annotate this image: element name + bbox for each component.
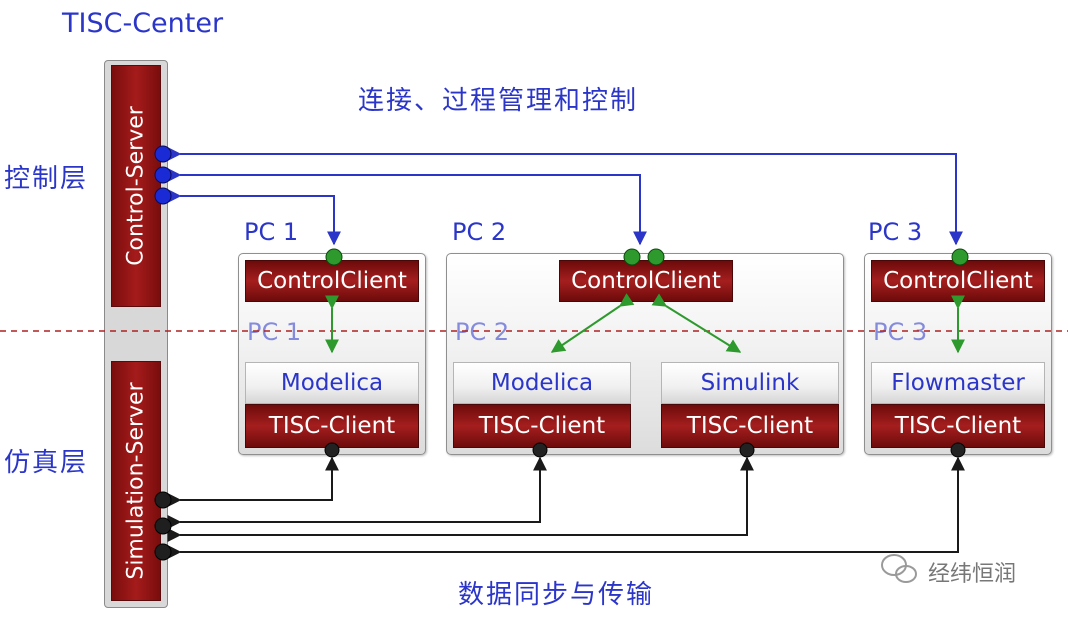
pc3-ghost-label: PC 3	[873, 318, 928, 346]
pc2-ghost-label: PC 2	[455, 318, 510, 346]
data-connections	[167, 456, 965, 559]
pc2-client-port-2	[739, 442, 755, 458]
sim-port-1	[154, 491, 172, 509]
simulation-server: Simulation-Server	[111, 361, 161, 601]
pc2-tisc-client-2: TISC-Client	[661, 404, 839, 448]
diagram-title: TISC-Center	[62, 8, 224, 39]
control-port-2	[154, 166, 172, 184]
control-port-3	[154, 187, 172, 205]
pc3-green-port	[951, 248, 969, 266]
pc2-green-port-1	[623, 248, 641, 266]
control-connections	[167, 147, 963, 246]
pc2-internal-arrow-left	[550, 293, 635, 353]
pc1-tool-modelica: Modelica	[245, 362, 419, 404]
control-link-pc3	[167, 147, 963, 246]
pc3-box: ControlClient PC 3 Flowmaster TISC-Clien…	[864, 253, 1052, 455]
pc2-client-port-1	[532, 442, 548, 458]
sim-port-3	[154, 543, 172, 561]
data-link-pc2a	[167, 456, 547, 529]
pc2-tisc-client-1: TISC-Client	[453, 404, 631, 448]
pc2-green-port-2	[647, 248, 665, 266]
client-ports-black	[324, 442, 966, 458]
pc1-control-client: ControlClient	[245, 260, 419, 302]
data-link-pc2b	[167, 456, 754, 542]
wechat-icon	[881, 554, 917, 583]
control-layer-label: 控制层	[4, 164, 89, 194]
pc1-green-port	[325, 248, 343, 266]
pc2-box: ControlClient PC 2 Modelica TISC-Client …	[446, 253, 844, 455]
tisc-center-column: Control-Server Simulation-Server	[104, 60, 168, 608]
control-server-ports	[154, 145, 172, 205]
control-server: Control-Server	[111, 65, 161, 307]
simulation-layer-label: 仿真层	[4, 448, 89, 478]
control-link-pc2	[167, 168, 647, 246]
watermark-text: 经纬恒润	[928, 562, 1017, 587]
data-link-pc1	[167, 456, 339, 507]
control-port-1	[154, 145, 172, 163]
pc2-internal-arrow-right	[651, 293, 742, 353]
internal-arrows	[325, 293, 965, 354]
bottom-caption: 数据同步与传输	[458, 580, 655, 610]
simulation-server-ports	[154, 491, 172, 561]
pc3-client-port	[950, 442, 966, 458]
data-link-pc3	[167, 456, 965, 559]
control-client-ports	[325, 248, 969, 266]
pc1-box: ControlClient PC 1 Modelica TISC-Client	[238, 253, 426, 455]
pc3-tool-flowmaster: Flowmaster	[871, 362, 1045, 404]
pc2-tool-simulink: Simulink	[661, 362, 839, 404]
pc1-client-port	[324, 442, 340, 458]
pc3-control-client: ControlClient	[871, 260, 1045, 302]
pc1-ghost-label: PC 1	[247, 318, 302, 346]
pc1-tisc-client: TISC-Client	[245, 404, 419, 448]
pc2-tool-modelica: Modelica	[453, 362, 631, 404]
control-link-pc1	[167, 189, 341, 246]
top-caption: 连接、过程管理和控制	[358, 86, 639, 116]
sim-port-2	[154, 517, 172, 535]
pc3-tisc-client: TISC-Client	[871, 404, 1045, 448]
